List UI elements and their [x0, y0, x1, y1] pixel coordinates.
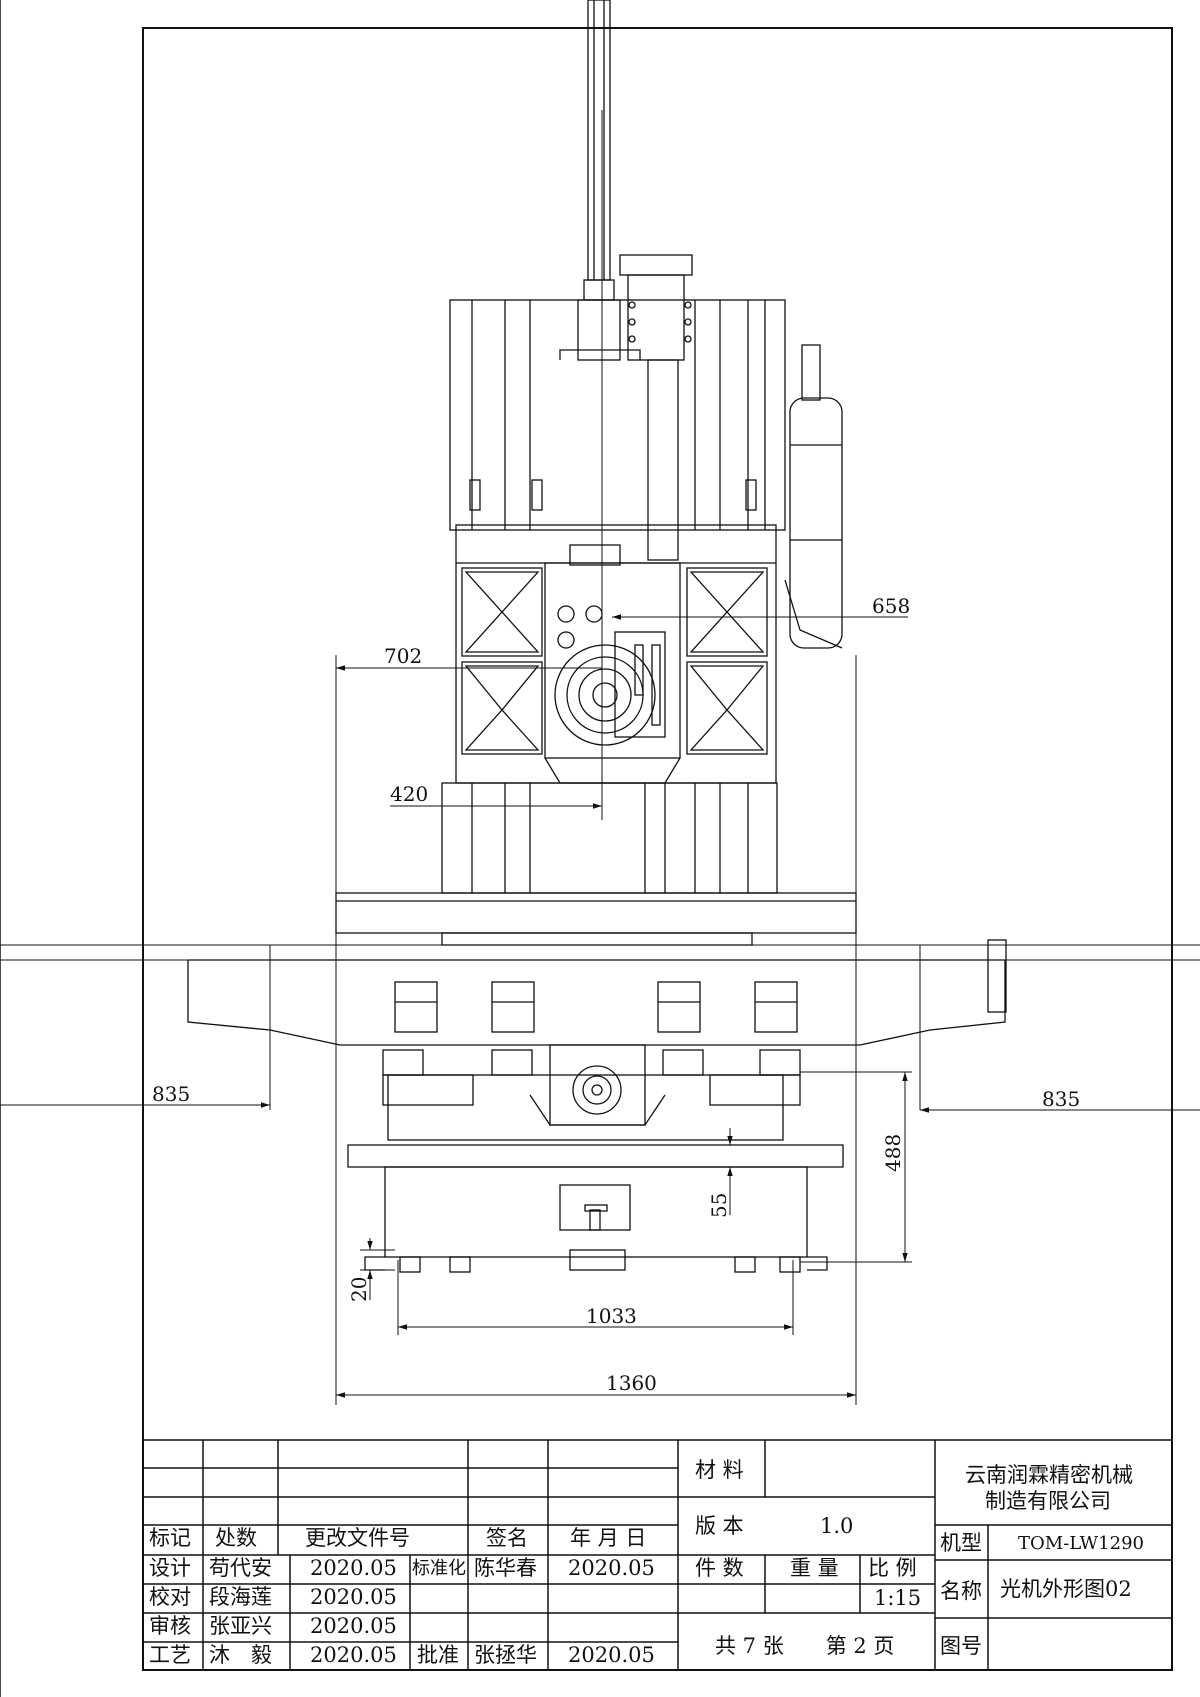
role-check: 校对 [149, 1585, 191, 1609]
dim-835-right: 835 [1042, 1087, 1080, 1111]
title-block-grid [142, 1439, 1173, 1671]
date-design: 2020.05 [310, 1556, 397, 1580]
qty-label: 件 数 [695, 1556, 744, 1580]
name-check: 段海莲 [209, 1585, 272, 1609]
role-design: 设计 [149, 1556, 191, 1580]
drawing-no-label: 图号 [940, 1634, 982, 1658]
role-process: 工艺 [149, 1643, 191, 1667]
name-label: 名称 [940, 1579, 982, 1603]
date-check: 2020.05 [310, 1585, 397, 1609]
dim-1033: 1033 [586, 1304, 637, 1328]
name-design: 苟代安 [209, 1556, 272, 1580]
version-value: 1.0 [820, 1514, 853, 1538]
dim-658: 658 [872, 594, 910, 618]
dim-20: 20 [347, 1277, 371, 1302]
sheet-info: 共 7 张 第 2 页 [715, 1634, 894, 1658]
role-approve: 批准 [417, 1643, 459, 1667]
role-review: 审核 [149, 1614, 191, 1638]
header-nianyueri: 年 月 日 [570, 1526, 646, 1550]
date-approve: 2020.05 [568, 1643, 655, 1667]
drawing-border [142, 27, 1173, 1671]
date-process: 2020.05 [310, 1643, 397, 1667]
weight-label: 重 量 [790, 1556, 839, 1580]
header-genggai: 更改文件号 [305, 1526, 410, 1550]
company-line-1: 云南润霖精密机械 [965, 1463, 1133, 1487]
dim-702: 702 [384, 644, 422, 668]
name-review: 张亚兴 [209, 1614, 272, 1638]
model-value: TOM-LW1290 [1018, 1533, 1144, 1554]
scale-value: 1:15 [874, 1586, 921, 1610]
role-standardization: 标准化 [412, 1558, 466, 1579]
scale-label: 比 例 [868, 1556, 917, 1580]
header-chushu: 处数 [215, 1526, 257, 1550]
dim-835-left: 835 [152, 1082, 190, 1106]
dim-1360: 1360 [606, 1371, 657, 1395]
company-line-2: 制造有限公司 [985, 1489, 1111, 1513]
machine-outline [187, 0, 1007, 1273]
material-label: 材 料 [695, 1458, 744, 1482]
dim-420: 420 [390, 782, 428, 806]
name-process: 沐 毅 [209, 1643, 272, 1667]
header-biaoji: 标记 [149, 1526, 191, 1550]
date-standardization: 2020.05 [568, 1556, 655, 1580]
date-review: 2020.05 [310, 1614, 397, 1638]
header-qianming: 签名 [486, 1526, 528, 1550]
dimension-lines [0, 614, 1200, 1398]
dim-55: 55 [707, 1193, 731, 1218]
name-approve: 张拯华 [474, 1643, 537, 1667]
name-value: 光机外形图02 [1000, 1577, 1132, 1601]
name-standardization: 陈华春 [474, 1556, 537, 1580]
dim-488: 488 [881, 1134, 905, 1172]
model-label: 机型 [940, 1531, 982, 1555]
center-lines [0, 110, 1200, 1405]
version-label: 版 本 [695, 1514, 744, 1538]
